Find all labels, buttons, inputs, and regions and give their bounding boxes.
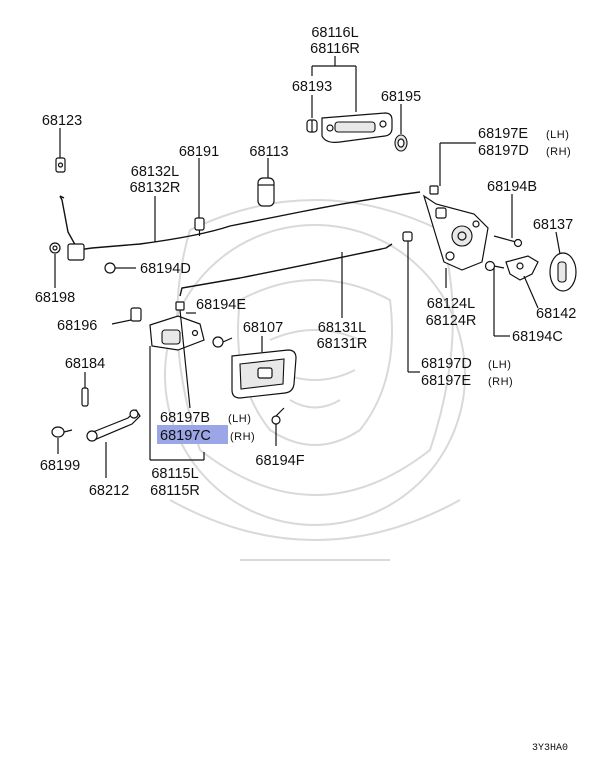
- label-68124R[interactable]: 68124R: [426, 313, 477, 329]
- screw-68194B: [493, 235, 523, 248]
- label-68116R[interactable]: 68116R: [310, 41, 360, 57]
- label-68137[interactable]: 68137: [533, 217, 573, 233]
- label-68113[interactable]: 68113: [249, 144, 288, 160]
- label-68115L[interactable]: 68115L: [151, 466, 198, 482]
- label-68197E-top-side: (LH): [546, 129, 569, 141]
- label-68197C[interactable]: 68197C: [160, 428, 211, 444]
- bushing-68198: [49, 242, 85, 261]
- label-68115R[interactable]: 68115R: [150, 483, 200, 499]
- label-68191[interactable]: 68191: [179, 144, 219, 160]
- label-68194B[interactable]: 68194B: [487, 179, 537, 195]
- label-68197B-side: (LH): [228, 413, 251, 425]
- label-68197B[interactable]: 68197B: [160, 410, 210, 426]
- label-68197D-bot-side: (LH): [488, 359, 511, 371]
- label-68116L[interactable]: 68116L: [311, 25, 358, 41]
- label-68196[interactable]: 68196: [57, 318, 97, 334]
- label-68197D-top-side: (RH): [546, 146, 571, 158]
- label-68197E-bot[interactable]: 68197E: [421, 373, 471, 389]
- label-68131L[interactable]: 68131L: [318, 320, 366, 336]
- grommet-68195: [394, 134, 408, 152]
- label-68132L[interactable]: 68132L: [131, 164, 179, 180]
- inside-handle-bracket-68115: [149, 315, 205, 351]
- highlight-68197C: [157, 425, 228, 444]
- label-68198[interactable]: 68198: [35, 290, 75, 306]
- label-68197C-side: (RH): [230, 431, 255, 443]
- screw-68194F: [271, 407, 285, 425]
- label-68197D-bot[interactable]: 68197D: [421, 356, 472, 372]
- label-68124L[interactable]: 68124L: [427, 296, 475, 312]
- label-68142[interactable]: 68142: [536, 306, 576, 322]
- pin-68184: [81, 387, 89, 407]
- label-68131R[interactable]: 68131R: [317, 336, 368, 352]
- rod-68132: [59, 191, 421, 251]
- clip-68197-upper: [429, 185, 439, 195]
- clip-68123: [55, 157, 66, 173]
- striker-68142: [505, 255, 539, 281]
- screw-68194E: [212, 336, 233, 348]
- label-68194C[interactable]: 68194C: [512, 329, 563, 345]
- inside-handle-68107: [231, 349, 297, 399]
- label-68194D[interactable]: 68194D: [140, 261, 191, 277]
- watermark-emblem: [164, 199, 466, 561]
- knob-68199: [51, 426, 73, 438]
- label-68107[interactable]: 68107: [243, 320, 283, 336]
- leader-lines: [54, 56, 561, 478]
- door-lock-68124: [422, 194, 489, 271]
- outside-handle-68116: [321, 112, 393, 143]
- clip-68197-lower: [402, 231, 413, 242]
- label-68197E-bot-side: (RH): [488, 376, 513, 388]
- screw-68194C: [484, 260, 505, 272]
- label-68194F[interactable]: 68194F: [255, 453, 304, 469]
- label-68123[interactable]: 68123: [42, 113, 82, 129]
- label-68193[interactable]: 68193: [292, 79, 332, 95]
- key-cylinder-68113: [257, 177, 275, 207]
- clip-68193: [306, 119, 318, 133]
- diagram-code: 3Y3HA0: [532, 743, 568, 754]
- shim-68137: [549, 252, 577, 292]
- rod-68131: [179, 243, 393, 297]
- clip-68197BC: [175, 301, 185, 311]
- label-68184[interactable]: 68184: [65, 356, 105, 372]
- label-68194E[interactable]: 68194E: [196, 297, 246, 313]
- label-68199[interactable]: 68199: [40, 458, 80, 474]
- label-68212[interactable]: 68212: [89, 483, 129, 499]
- clip-68196: [130, 307, 142, 322]
- label-68195[interactable]: 68195: [381, 89, 421, 105]
- label-68197E-top[interactable]: 68197E: [478, 126, 528, 142]
- label-68197D-top[interactable]: 68197D: [478, 143, 529, 159]
- part-labels: 68116L 68116R 68193 68195 68123 68191 68…: [35, 25, 576, 754]
- link-68212: [86, 409, 141, 442]
- label-68132R[interactable]: 68132R: [130, 180, 181, 196]
- screw-68194D: [104, 262, 126, 274]
